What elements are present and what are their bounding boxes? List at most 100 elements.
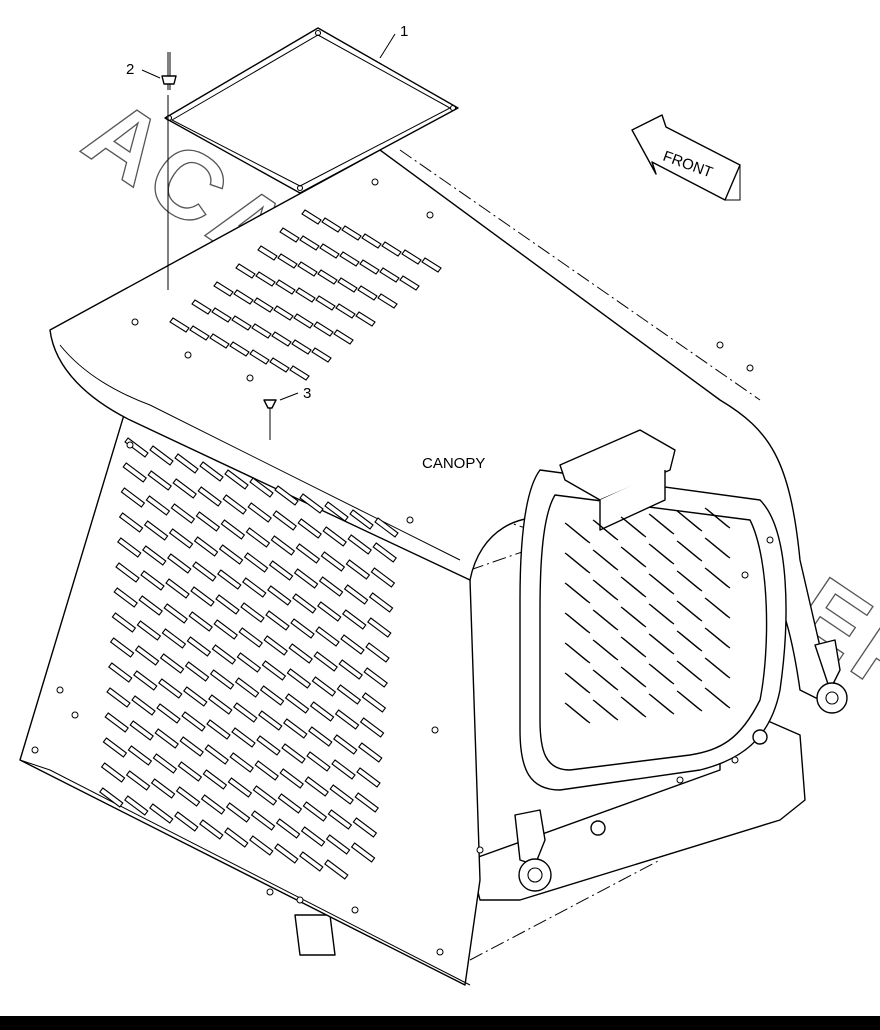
side-mesh-cell — [272, 510, 297, 531]
roof-mesh-cell — [297, 261, 318, 277]
side-mesh-cell — [142, 545, 167, 566]
roof-mesh-cell — [251, 323, 272, 339]
roof-mesh-cell — [231, 315, 252, 331]
roof-mesh-cell — [355, 311, 376, 327]
side-mesh-cell — [206, 719, 231, 740]
side-mesh-cell — [184, 661, 210, 682]
side-mesh-cell — [175, 786, 201, 807]
side-mesh-cell — [279, 768, 304, 789]
side-mesh-cell — [140, 570, 165, 591]
side-mesh-cell — [213, 619, 238, 640]
side-mesh-cell — [183, 686, 208, 707]
side-mesh-cell — [99, 787, 124, 808]
side-mesh-cell — [158, 678, 183, 699]
opening-mesh-cell — [704, 687, 731, 709]
side-mesh-cell — [186, 636, 212, 657]
opening-mesh-cell — [676, 660, 703, 682]
roof-mesh-cell — [213, 281, 234, 297]
side-mesh-cell — [256, 735, 281, 756]
mounting-hole — [351, 906, 359, 914]
opening-mesh-cell — [648, 663, 675, 685]
grab-handle — [559, 429, 676, 531]
side-mesh-cell — [374, 517, 399, 538]
opening-mesh-cell — [620, 546, 647, 568]
side-mesh-cell — [315, 626, 340, 647]
roof-mesh-cell — [317, 269, 338, 285]
roof-mesh-cell — [273, 305, 294, 321]
part-2-bolt — [141, 52, 177, 290]
roof-mesh-cell — [337, 277, 358, 293]
opening-mesh-cell — [564, 642, 591, 664]
roof-mesh-cell — [189, 325, 210, 341]
roof-mesh-cell — [319, 243, 340, 259]
opening-mesh-cell — [648, 603, 675, 625]
side-mesh-cell — [172, 478, 197, 499]
opening-mesh-cell — [620, 516, 647, 538]
mounting-hole — [406, 516, 414, 524]
opening-mesh-cell — [592, 609, 619, 631]
side-mesh-cell — [188, 611, 213, 632]
side-mesh-cell — [238, 627, 263, 648]
side-mesh-cell — [125, 770, 151, 791]
side-mesh-cell — [218, 544, 244, 565]
opening-mesh-cell — [564, 552, 591, 574]
side-mesh-cell — [109, 637, 135, 658]
opening-mesh-cell — [648, 693, 675, 715]
callout-3: 3 — [303, 385, 311, 402]
roof-mesh-cell — [381, 241, 402, 257]
bottom-border — [0, 1016, 880, 1030]
side-mesh-cell — [331, 759, 356, 780]
side-mesh-cell — [247, 502, 272, 523]
side-mesh-cell — [143, 520, 169, 541]
side-mesh-cell — [333, 734, 358, 755]
side-mesh-cell — [190, 586, 215, 607]
side-mesh-cell — [195, 511, 221, 532]
roof-mesh-cell — [295, 287, 316, 303]
roof-mesh-cell — [271, 331, 292, 347]
side-mesh-cell — [274, 843, 299, 864]
roof-mesh-cell — [399, 275, 420, 291]
mounting-hole — [71, 711, 79, 719]
mounting-hole — [436, 948, 444, 956]
side-mesh-cell — [129, 720, 154, 741]
side-mesh-cell — [197, 486, 222, 507]
side-mesh-cell — [152, 753, 178, 774]
side-mesh-cell — [134, 645, 160, 666]
mounting-hole — [296, 896, 304, 904]
side-mesh-cell — [363, 667, 388, 688]
opening-mesh-cell — [676, 510, 703, 532]
side-mesh-cell — [224, 469, 249, 490]
opening-mesh-cell — [704, 657, 731, 679]
side-mesh-cell — [372, 542, 397, 563]
opening-mesh-cell — [592, 549, 619, 571]
side-mesh-cell — [270, 535, 296, 556]
side-mesh-cell — [217, 569, 242, 590]
side-mesh-cell — [368, 592, 394, 613]
side-mesh-cell — [174, 453, 199, 474]
opening-mesh-cell — [676, 570, 703, 592]
side-mesh-cell — [236, 652, 262, 673]
side-mesh-cell — [267, 585, 292, 606]
side-mesh-cell — [113, 587, 138, 608]
side-mesh-cell — [243, 552, 269, 573]
roof-mesh-cell — [335, 303, 356, 319]
roof-mesh-cell — [301, 209, 322, 225]
side-mesh-cell — [163, 603, 188, 624]
roof-mesh-cell — [235, 263, 256, 279]
side-mesh-cell — [208, 694, 233, 715]
mounting-hole — [56, 686, 64, 694]
opening-mesh-cell — [648, 633, 675, 655]
opening-mesh-cell — [564, 522, 591, 544]
side-mesh-cell — [179, 736, 204, 757]
side-mesh-cell — [159, 653, 185, 674]
side-mesh-cell — [324, 859, 349, 880]
roof-mesh-cell — [249, 349, 270, 365]
side-mesh-cell — [288, 643, 313, 664]
callouts: 1 2 3 — [126, 23, 408, 402]
side-mesh-cell — [367, 617, 392, 638]
opening-mesh-cell — [648, 543, 675, 565]
side-mesh-cell — [327, 809, 353, 830]
side-mesh-cell — [149, 445, 174, 466]
side-mesh-cell — [322, 526, 347, 547]
callout-1: 1 — [400, 23, 408, 40]
